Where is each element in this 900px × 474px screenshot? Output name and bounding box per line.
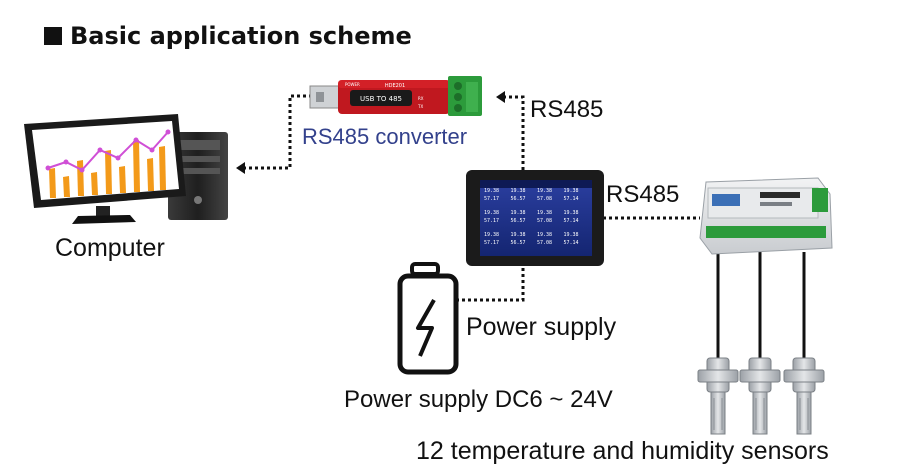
display-cell-value: 19.38 [537, 188, 552, 194]
rs485-label-top: RS485 [530, 96, 604, 123]
arrow-to-converter [496, 91, 505, 103]
display-cell-value: 19.38 [484, 188, 499, 194]
display-cell-value: 57.08 [537, 196, 552, 202]
display-cell-value: 19.38 [564, 210, 579, 216]
computer-label: Computer [55, 234, 165, 262]
display-cell-value: 19.38 [511, 210, 526, 216]
display-cell-value: 19.38 [511, 232, 526, 238]
display-cells: 19.38 19.38 19.38 19.38 57.17 56.57 57.08 57.14… [484, 188, 579, 246]
converter-device-text: USB TO 485 [360, 95, 402, 103]
converter-rx-led: RX [418, 96, 424, 101]
converter-label: RS485 converter [302, 124, 468, 149]
power-supply-dc-label: Power supply DC6 ~ 24V [344, 386, 613, 413]
display-cell-value: 19.38 [511, 188, 526, 194]
display-cell-value: 57.17 [484, 218, 499, 224]
sensor-probe-2 [739, 357, 781, 435]
display-cell-value: 57.14 [564, 196, 579, 202]
display-cell-value: 19.38 [484, 210, 499, 216]
display-cell-value: 57.08 [537, 240, 552, 246]
arrow-to-computer [236, 162, 245, 174]
page-title-text: Basic application scheme [70, 22, 412, 50]
usb-converter-device: USB TO 485 HDE201 POWER RX TX [309, 76, 482, 116]
battery-to-display-line [456, 268, 525, 302]
sensor-probe-1 [697, 357, 739, 435]
title-square-icon [44, 27, 62, 45]
display-cell-value: 57.14 [564, 240, 579, 246]
converter-power-led: POWER [345, 82, 360, 87]
rs485-label-middle: RS485 [606, 181, 680, 208]
display-cell-value: 19.38 [537, 232, 552, 238]
battery-icon [397, 262, 459, 375]
display-cell-value: 19.38 [484, 232, 499, 238]
display-to-converter-line [500, 95, 525, 170]
converter-model: HDE201 [385, 83, 405, 89]
display-controller-device: 19.38 19.38 19.38 19.38 57.17 56.57 57.08 57.14… [466, 170, 604, 266]
display-cell-value: 57.17 [484, 240, 499, 246]
sensor-probes [697, 357, 825, 435]
display-cell-value: 19.38 [537, 210, 552, 216]
display-cell-value: 57.08 [537, 218, 552, 224]
display-cell-value: 56.57 [511, 196, 526, 202]
display-cell-value: 56.57 [511, 240, 526, 246]
power-supply-label: Power supply [466, 313, 617, 341]
sensors-label: 12 temperature and humidity sensors [416, 437, 829, 465]
converter-tx-led: TX [417, 104, 423, 109]
usb-to-computer-line [238, 94, 318, 170]
display-cell-value: 19.38 [564, 188, 579, 194]
display-cell-value: 57.17 [484, 196, 499, 202]
display-cell-value: 56.57 [511, 218, 526, 224]
display-cell-value: 19.38 [564, 232, 579, 238]
connection-lines [236, 91, 806, 360]
computer-icon [24, 114, 228, 224]
display-cell-value: 57.14 [564, 218, 579, 224]
sensor-probe-3 [783, 357, 825, 435]
page-title: Basic application scheme [44, 22, 412, 50]
io-module-device [699, 177, 833, 255]
